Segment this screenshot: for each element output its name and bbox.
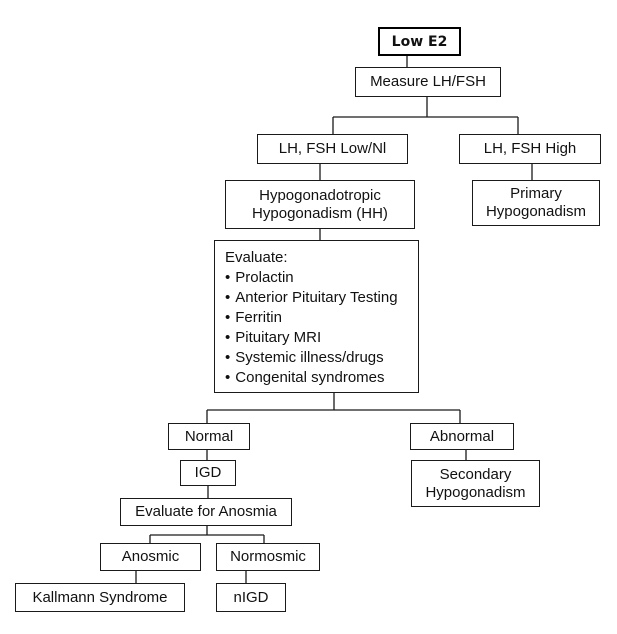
evaluate-item: Systemic illness/drugs	[225, 348, 398, 368]
evaluate-title: Evaluate:	[225, 249, 288, 266]
node-lh-fsh-high: LH, FSH High	[459, 134, 601, 164]
node-lh-fsh-low: LH, FSH Low/Nl	[257, 134, 408, 164]
evaluate-item: Ferritin	[225, 308, 398, 328]
node-abnormal: Abnormal	[410, 423, 514, 450]
secondary-line-2: Hypogonadism	[425, 483, 526, 501]
evaluate-item: Anterior Pituitary Testing	[225, 288, 397, 308]
hh-line-2: Hypogonadism (HH)	[252, 204, 388, 222]
node-primary-hypogonadism: Primary Hypogonadism	[472, 180, 600, 226]
node-measure-lh-fsh: Measure LH/FSH	[355, 67, 501, 97]
node-nigd: nIGD	[216, 583, 286, 612]
node-low-e2: Low E2	[378, 27, 461, 56]
node-kallmann-syndrome: Kallmann Syndrome	[15, 583, 185, 612]
node-hypogonadotropic-hypogonadism: Hypogonadotropic Hypogonadism (HH)	[225, 180, 415, 229]
primary-line-2: Hypogonadism	[485, 203, 587, 220]
node-secondary-hypogonadism: Secondary Hypogonadism	[411, 460, 540, 507]
node-evaluate: Evaluate: Prolactin Anterior Pituitary T…	[214, 240, 419, 393]
evaluate-item: Pituitary MRI	[225, 328, 398, 348]
node-normal: Normal	[168, 423, 250, 450]
node-igd: IGD	[180, 460, 236, 486]
node-normosmic: Normosmic	[216, 543, 320, 571]
node-anosmic: Anosmic	[100, 543, 201, 571]
primary-line-1: Primary	[510, 185, 562, 202]
evaluate-item: Prolactin	[225, 268, 398, 288]
secondary-line-1: Secondary	[439, 465, 512, 483]
evaluate-list: Prolactin Anterior Pituitary Testing Fer…	[225, 268, 398, 388]
node-evaluate-for-anosmia: Evaluate for Anosmia	[120, 498, 292, 526]
hh-line-1: Hypogonadotropic	[259, 186, 381, 204]
evaluate-item: Congenital syndromes	[225, 368, 398, 388]
